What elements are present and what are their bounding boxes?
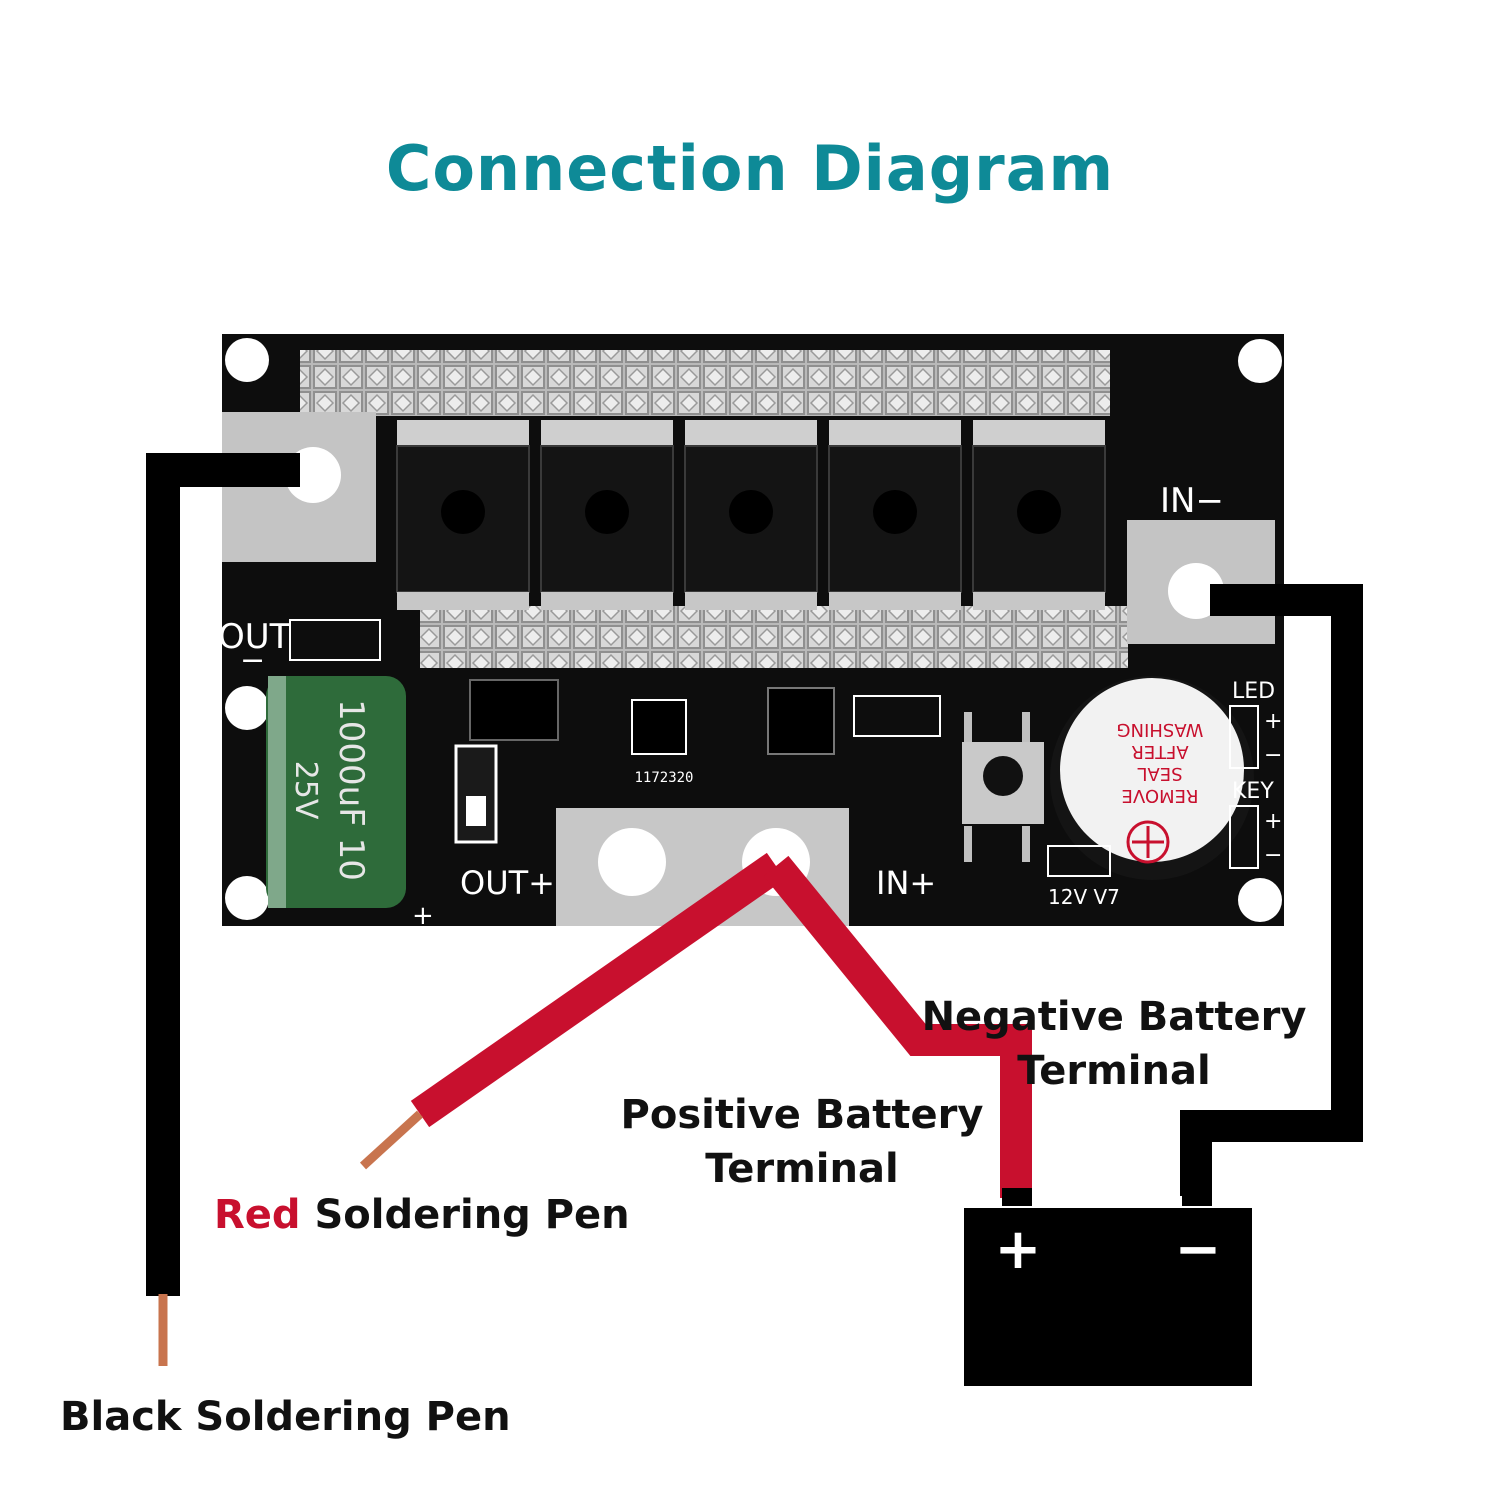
diode — [454, 744, 498, 844]
mosfet — [396, 420, 530, 610]
voltage-mark: 12V V7 — [1048, 885, 1120, 909]
svg-text:REMOVE: REMOVE — [1122, 785, 1199, 806]
black-soldering-pen-label: Black Soldering Pen — [60, 1394, 511, 1440]
push-button — [962, 712, 1044, 862]
positive-battery-terminal-label: Positive Battery Terminal — [620, 1092, 984, 1192]
svg-text:−: − — [1264, 743, 1282, 768]
mosfet-row — [396, 420, 1106, 610]
svg-text:+: + — [412, 901, 434, 931]
mosfet — [972, 420, 1106, 610]
smd-resistors — [289, 619, 381, 661]
red-word: Red — [214, 1192, 301, 1238]
battery: + − — [964, 1208, 1252, 1386]
negative-battery-terminal-label: Negative Battery Terminal — [921, 994, 1307, 1094]
svg-text:+: + — [1264, 709, 1282, 734]
svg-text:WASHING: WASHING — [1117, 719, 1204, 740]
led-connector — [1229, 705, 1259, 769]
svg-text:+: + — [1264, 809, 1282, 834]
battery-plus: + — [995, 1217, 1042, 1282]
out-minus-sign: − — [240, 643, 265, 678]
top-heatsink — [300, 350, 1110, 416]
svg-text:−: − — [1264, 843, 1282, 868]
buzzer: REMOVE SEAL AFTER WASHING — [1050, 676, 1254, 880]
transistor — [631, 699, 687, 755]
pcb-board: 1000uF 10 25V 1172320 — [218, 334, 1284, 931]
smd-parts — [853, 695, 941, 737]
mount-hole — [225, 338, 269, 382]
svg-text:AFTER: AFTER — [1131, 741, 1188, 762]
red-soldering-pen-label: Red Soldering Pen — [214, 1188, 630, 1242]
led-label: LED — [1232, 679, 1275, 704]
bottom-heatsink — [420, 606, 1128, 668]
ic-chip — [767, 687, 835, 755]
out-minus-label: OUT — [218, 617, 291, 657]
mosfet — [540, 420, 674, 610]
chip-code: 1172320 — [634, 770, 693, 786]
key-label: KEY — [1232, 779, 1274, 804]
mount-hole — [1238, 878, 1282, 922]
in-minus-label: IN− — [1160, 481, 1224, 521]
key-connector — [1229, 805, 1259, 869]
capacitor: 1000uF 10 25V — [266, 676, 406, 908]
red-pen-rest: Soldering Pen — [300, 1192, 630, 1238]
mosfet — [684, 420, 818, 610]
svg-text:1000uF 10: 1000uF 10 — [331, 699, 371, 881]
svg-text:25V: 25V — [288, 761, 323, 820]
page-title: Connection Diagram — [385, 132, 1115, 205]
battery-negative-wire — [1180, 584, 1363, 1206]
in-plus-label: IN+ — [876, 864, 936, 902]
mount-hole — [225, 686, 269, 730]
regulator-chip — [469, 679, 559, 741]
mount-hole — [1238, 339, 1282, 383]
out-plus-hole — [598, 828, 666, 896]
battery-positive-wire — [763, 855, 1032, 1206]
diode-band — [466, 796, 486, 826]
black-soldering-pen-wire — [146, 453, 300, 1366]
svg-text:SEAL: SEAL — [1137, 763, 1182, 784]
mosfet — [828, 420, 962, 610]
power-connector — [1047, 845, 1111, 877]
red-soldering-pen-wire — [359, 852, 786, 1170]
mount-hole — [225, 876, 269, 920]
out-plus-label: OUT+ — [460, 864, 555, 902]
battery-minus: − — [1175, 1217, 1222, 1282]
